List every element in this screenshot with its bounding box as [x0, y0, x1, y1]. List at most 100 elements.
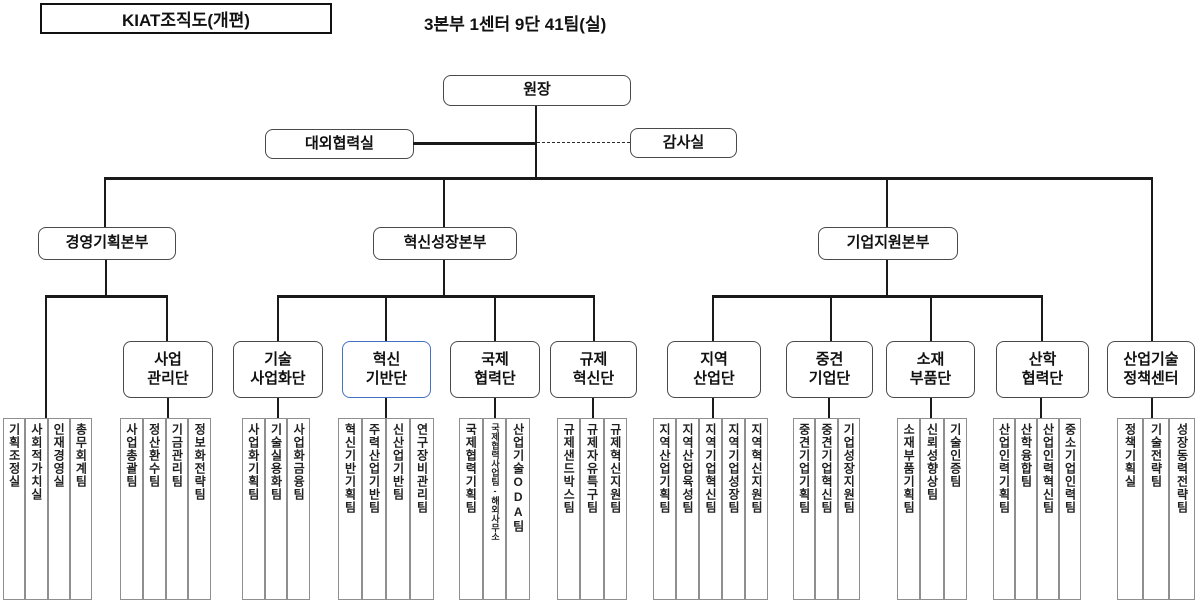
team-cell: 지역기업혁신팀	[699, 418, 722, 600]
team-cell: 국제협력사업팀-해외사무소	[482, 418, 507, 600]
team-label: 소재부품기획팀	[901, 423, 916, 514]
department-box-international-cooperation: 국제 협력단	[450, 341, 540, 398]
team-label: 지역산업육성팀	[680, 423, 695, 514]
team-cell: 연구장비관리팀	[410, 418, 434, 600]
connector-line	[494, 298, 496, 341]
org-summary: 3본부 1센터 9단 41팀(실)	[424, 15, 607, 34]
team-label: 연구장비관리팀	[415, 423, 429, 514]
connector-line	[385, 298, 387, 341]
team-label: 규제샌드박스팀	[561, 423, 576, 514]
team-cell: 총무회계팀	[69, 418, 92, 600]
connector-line	[712, 298, 714, 341]
connector-line	[45, 298, 47, 418]
team-label: 국제협력기획팀	[463, 423, 478, 514]
team-cell: 기업성장지원팀	[837, 418, 860, 600]
team-cell: 인재경영실	[47, 418, 70, 600]
team-label: 사업화금융팀	[291, 423, 306, 501]
team-label: 정책기획실	[1123, 423, 1137, 488]
connector-line	[593, 298, 595, 341]
connector-line	[105, 260, 107, 296]
center-box-industrial-tech-policy: 산업기술 정책센터	[1107, 341, 1195, 398]
team-cell: 소재부품기획팀	[897, 418, 921, 600]
department-box-midsize-enterprise: 중견 기업단	[786, 341, 873, 398]
connector-line	[1151, 398, 1153, 418]
team-group: 소재부품기획팀 신뢰성향상팀 기술인증팀	[897, 418, 967, 600]
connector-line	[592, 398, 594, 418]
connector-line	[413, 142, 536, 145]
connector-line	[712, 398, 714, 418]
audit-office-box: 감사실	[630, 128, 737, 158]
team-label: 지역산업기획팀	[657, 423, 672, 514]
team-cell: 지역산업기획팀	[653, 418, 676, 600]
connector-line	[494, 398, 496, 418]
team-cell: 지역기업성장팀	[722, 418, 745, 600]
connector-line-dashed	[537, 142, 630, 143]
team-cell: 사업총괄팀	[120, 418, 143, 600]
team-label: 신산업기반팀	[391, 423, 405, 501]
connector-line	[828, 398, 830, 418]
team-cell: 국제협력기획팀	[459, 418, 483, 600]
connector-line	[1040, 398, 1042, 418]
connector-line	[443, 260, 445, 296]
team-label: 총무회계팀	[73, 423, 88, 488]
connector-line	[104, 177, 1153, 180]
team-cell: 지역산업육성팀	[676, 418, 699, 600]
team-cell: 주력산업기반팀	[362, 418, 386, 600]
team-cell: 혁신기반기획팀	[338, 418, 362, 600]
connector-line	[930, 398, 932, 418]
connector-line	[535, 106, 537, 178]
team-cell: 기금관리팀	[165, 418, 189, 600]
team-label: 중소기업인력팀	[1063, 423, 1077, 514]
department-box-innovation-foundation: 혁신 기반단	[342, 341, 431, 398]
connector-line	[45, 295, 168, 298]
team-label: 성장동력전략팀	[1175, 423, 1189, 514]
team-cell: 정책기획실	[1117, 418, 1143, 600]
team-cell: 성장동력전략팀	[1169, 418, 1195, 600]
department-box-tech-commercialization: 기술 사업화단	[233, 341, 323, 398]
team-cell: 산업인력혁신팀	[1037, 418, 1059, 600]
team-label: 산업기술ODA팀	[511, 423, 526, 533]
external-cooperation-box: 대외협력실	[265, 129, 414, 159]
team-cell: 사업화금융팀	[287, 418, 311, 600]
team-cell: 산학융합팀	[1015, 418, 1037, 600]
connector-line	[830, 298, 832, 341]
division-box-enterprise-support: 기업지원본부	[818, 227, 958, 260]
team-cell: 중견기업혁신팀	[815, 418, 838, 600]
team-label: 규제혁신지원팀	[608, 423, 623, 514]
department-box-industry-academia-cooperation: 산학 협력단	[996, 341, 1089, 398]
team-cell: 신산업기반팀	[386, 418, 410, 600]
team-label: 기업성장지원팀	[841, 423, 856, 514]
connector-line	[277, 398, 279, 418]
team-group: 중견기업기획팀 중견기업혁신팀 기업성장지원팀	[793, 418, 860, 600]
team-label: 기술전략팀	[1149, 423, 1163, 488]
team-cell: 정산환수팀	[142, 418, 166, 600]
team-label: 중견기업혁신팀	[819, 423, 834, 514]
team-label: 사업화기획팀	[246, 423, 261, 501]
team-group: 정책기획실 기술전략팀 성장동력전략팀	[1117, 418, 1195, 600]
team-label: 지역혁신지원팀	[749, 423, 764, 514]
department-box-materials-components: 소재 부품단	[886, 341, 975, 398]
connector-line	[104, 179, 106, 227]
team-cell: 기술전략팀	[1143, 418, 1169, 600]
team-group: 국제협력기획팀 국제협력사업팀-해외사무소 산업기술ODA팀	[459, 418, 531, 600]
team-cell: 정보화전략팀	[188, 418, 211, 600]
team-label: 기술인증팀	[948, 423, 963, 488]
team-label: 지역기업성장팀	[726, 423, 741, 514]
team-cell: 신뢰성향상팀	[920, 418, 944, 600]
team-cell: 기술실용화팀	[264, 418, 288, 600]
team-cell: 기획조정실	[3, 418, 26, 600]
team-label: 정산환수팀	[147, 423, 162, 488]
team-label: 중견기업기획팀	[797, 423, 812, 514]
connector-line	[385, 398, 387, 418]
connector-line	[886, 179, 888, 227]
connector-line	[1151, 179, 1153, 341]
department-box-regional-industry: 지역 산업단	[667, 341, 761, 398]
team-cell: 중소기업인력팀	[1059, 418, 1081, 600]
team-cell: 산업인력기획팀	[993, 418, 1015, 600]
